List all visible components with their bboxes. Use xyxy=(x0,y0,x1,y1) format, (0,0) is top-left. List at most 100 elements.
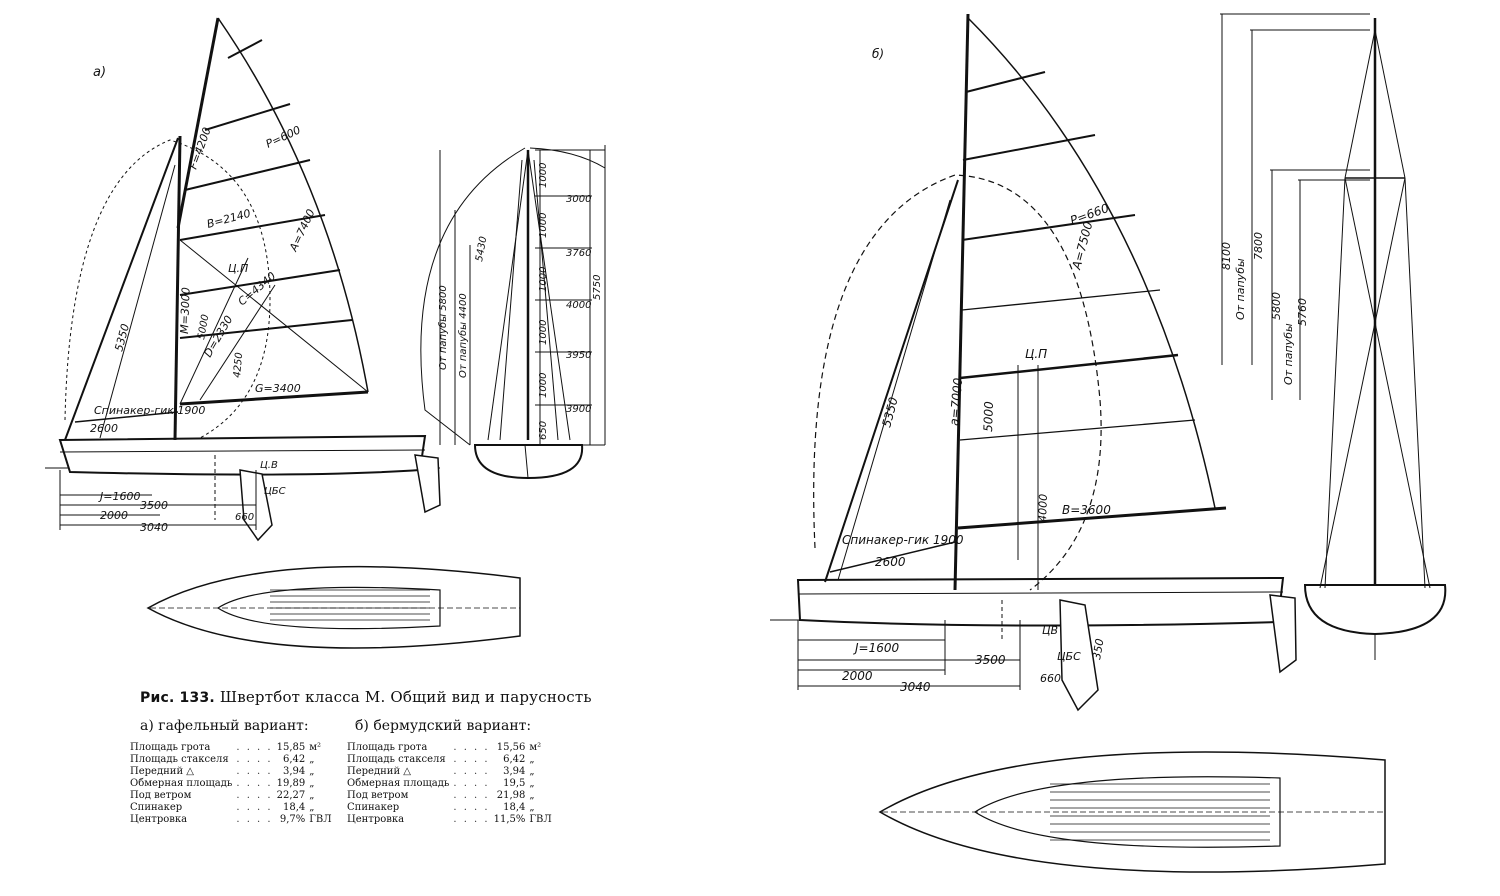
spec-dots: . . . . xyxy=(236,814,273,825)
front-a-h6: 650 xyxy=(538,421,549,440)
front-a-r4: 3950 xyxy=(566,350,591,361)
spec-value: 11,5% xyxy=(493,814,526,825)
spec-value: 21,98 xyxy=(496,790,526,801)
front-a-diag: 5430 xyxy=(474,236,489,263)
variant-a-mark: а) xyxy=(93,65,106,80)
spec-dots: . . . . xyxy=(453,790,490,801)
spec-unit: м² xyxy=(529,742,542,753)
figure-title: Швертбот класса М. Общий вид и парусност… xyxy=(219,688,592,706)
spec-unit: „ xyxy=(309,790,315,801)
spec-dots: . . . . xyxy=(453,802,490,813)
spec-name: Площадь стакселя xyxy=(347,754,446,765)
front-a-r2: 3760 xyxy=(566,248,591,259)
spec-value: 6,42 xyxy=(282,754,306,765)
spec-value: 6,42 xyxy=(503,754,526,765)
spec-unit: „ xyxy=(309,778,315,789)
dim-b-cb: ЦВ xyxy=(1042,624,1058,637)
spec-name: Площадь грота xyxy=(130,742,211,753)
front-a-h4: 1000 xyxy=(538,320,549,345)
spec-dots: . . . . xyxy=(453,814,490,825)
spec-dots: . . . . xyxy=(236,790,273,801)
dim-a-cp: Ц.П xyxy=(228,262,248,275)
spec-dots: . . . . xyxy=(236,802,273,813)
dim-a-a: A=7400 xyxy=(287,207,318,254)
variant-a-heading: а) гафельный вариант: xyxy=(140,718,309,734)
variant-b-plan-view xyxy=(878,751,1386,873)
spec-name: Центровка xyxy=(130,814,188,825)
spec-value: 18,4 xyxy=(282,802,306,813)
front-a-h2: 1000 xyxy=(538,213,549,238)
front-a-r1: 3000 xyxy=(566,194,591,205)
spec-unit: „ xyxy=(529,766,535,777)
spec-name: Передний △ xyxy=(130,766,194,777)
variant-a-front-view xyxy=(420,145,606,480)
dim-b-h5000: 5000 xyxy=(981,401,996,432)
dim-b-a7000: a=7000 xyxy=(947,377,965,426)
spec-row: Обмерная площадь. . . .19,89„ xyxy=(128,778,334,790)
variant-b-front-view xyxy=(1220,13,1447,660)
figure-caption: Рис. 133. Швертбот класса М. Общий вид и… xyxy=(140,688,592,706)
spec-unit: „ xyxy=(529,802,535,813)
spec-unit: „ xyxy=(309,766,315,777)
dim-a-h5000: 5000 xyxy=(196,314,211,341)
spec-dots: . . . . xyxy=(236,754,273,765)
spec-unit: м² xyxy=(309,742,322,753)
front-b-pat1: От папубы xyxy=(1234,258,1247,320)
spec-dots: . . . . xyxy=(453,742,490,753)
dim-b-h660: 660 xyxy=(1040,672,1061,685)
dim-a-spin: Спинакер-гик 1900 xyxy=(94,404,205,417)
front-b-pat2: От папубы xyxy=(1282,323,1295,385)
spec-unit: „ xyxy=(529,754,535,765)
spec-name: Площадь стакселя xyxy=(130,754,229,765)
front-a-r3: 4000 xyxy=(566,300,591,311)
spec-row: Под ветром. . . .22,27„ xyxy=(128,790,334,802)
dim-a-h660: 660 xyxy=(235,512,254,523)
dim-b-h350: 350 xyxy=(1090,638,1106,661)
spec-value: 15,56 xyxy=(496,742,526,753)
front-b-h7800: 7800 xyxy=(1252,232,1265,260)
dim-b-h4000: 4000 xyxy=(1036,494,1050,522)
spec-value: 18,4 xyxy=(503,802,526,813)
spec-row: Площадь стакселя . . . . 6,42„ xyxy=(345,754,554,766)
dim-b-spin: Спинакер-гик 1900 xyxy=(842,533,964,547)
dim-b-h3040: 3040 xyxy=(900,680,931,694)
spec-dots: . . . . xyxy=(453,778,490,789)
dim-a-cb: Ц.В xyxy=(260,460,278,471)
dim-a-g: G=3400 xyxy=(255,382,301,395)
spec-name: Спинакер xyxy=(347,802,400,813)
dim-b-h2600: 2600 xyxy=(875,555,906,569)
spec-unit: ГВЛ xyxy=(309,814,332,825)
dim-a-b: B=2140 xyxy=(205,207,252,231)
spec-row: Под ветром. . . .21,98„ xyxy=(345,790,554,802)
spec-value: 15,85 xyxy=(276,742,306,753)
spec-row: Центровка . . . . 9,7%ГВЛ xyxy=(128,814,334,826)
dim-a-h3040: 3040 xyxy=(140,521,168,534)
spec-unit: „ xyxy=(309,754,315,765)
dim-a-cbs: ЦБС xyxy=(264,486,286,497)
spec-value: 9,7% xyxy=(279,814,306,825)
spec-unit: „ xyxy=(529,778,535,789)
dim-b-h5350: 5350 xyxy=(879,395,901,428)
spec-name: Обмерная площадь xyxy=(130,778,233,789)
spec-dots: . . . . xyxy=(236,742,273,753)
spec-value: 3,94 xyxy=(282,766,306,777)
spec-name: Обмерная площадь xyxy=(347,778,450,789)
variant-b-mark: б) xyxy=(872,47,884,61)
variant-b-heading: б) бермудский вариант: xyxy=(355,718,532,734)
dim-a-j: J=1600 xyxy=(98,490,140,503)
front-a-pat1: От папубы 5800 xyxy=(437,285,449,370)
front-a-r5: 3900 xyxy=(566,404,591,415)
spec-name: Площадь грота xyxy=(347,742,428,753)
spec-dots: . . . . xyxy=(453,754,490,765)
variant-a-plan-view xyxy=(146,565,521,649)
front-a-h1: 1000 xyxy=(538,163,549,188)
dim-a-f: F=4200 xyxy=(187,126,214,171)
spec-row: Спинакер. . . .18,4„ xyxy=(128,802,334,814)
variant-a-side-view xyxy=(45,17,441,542)
spec-dots: . . . . xyxy=(236,778,273,789)
spec-name: Центровка xyxy=(347,814,405,825)
front-b-h5760: 5760 xyxy=(1296,298,1309,326)
spec-name: Спинакер xyxy=(130,802,183,813)
